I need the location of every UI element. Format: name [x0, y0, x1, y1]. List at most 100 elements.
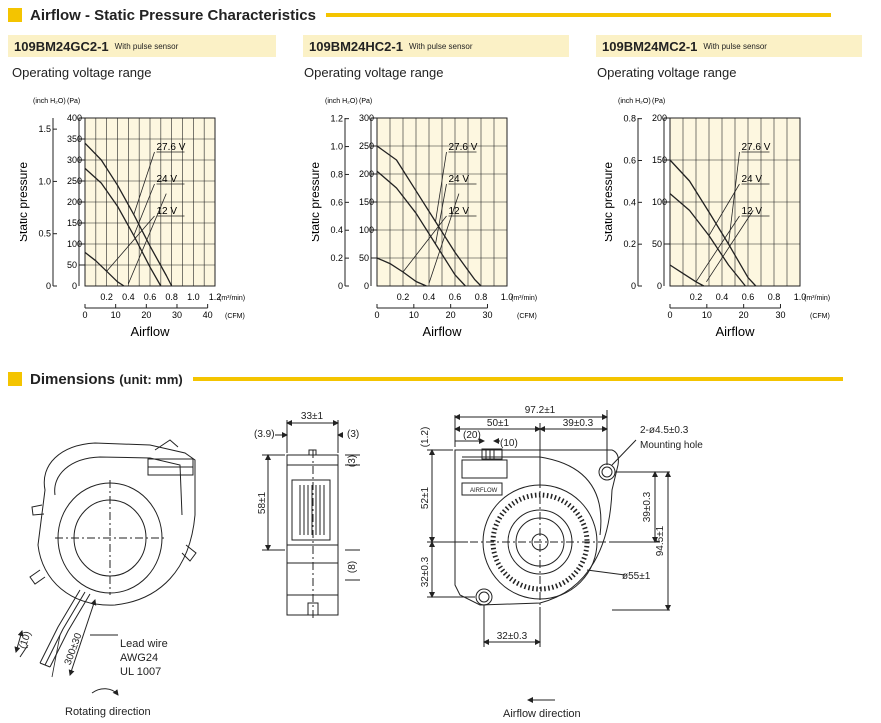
fan-side-view-drawing — [262, 420, 360, 620]
inch-tick-label: 1.2 — [330, 114, 343, 124]
series-leader — [708, 183, 740, 236]
cfm-tick-label: 40 — [203, 310, 213, 320]
section-airflow-title: Airflow - Static Pressure Characteristic… — [30, 6, 316, 24]
y-tick-label: 50 — [67, 260, 77, 270]
series-label: 27.6 V — [742, 142, 771, 153]
y-axis-title: Static pressure — [20, 162, 30, 242]
cfm-tick-label: 20 — [141, 310, 151, 320]
op-range-label: Operating voltage range — [12, 65, 152, 80]
y-tick-label: 0 — [72, 281, 77, 291]
x-tick-label: 1.0 — [794, 292, 807, 302]
x-unit-cfm: (CFM) — [810, 313, 830, 320]
inch-tick-label: 0.6 — [623, 156, 636, 166]
x-unit-m3: (m³/min) — [511, 295, 537, 302]
x-axis-title: Airflow — [130, 324, 170, 339]
dim-front-diameter: ø55±1 — [622, 571, 651, 582]
series-label: 27.6 V — [449, 142, 478, 153]
x-unit-m3: (m³/min) — [219, 295, 245, 302]
x-unit-m3: (m³/min) — [804, 295, 830, 302]
fan-front-view-drawing — [427, 410, 671, 703]
inch-tick-label: 0.8 — [330, 169, 343, 179]
inch-tick-label: 1.5 — [38, 124, 51, 134]
x-tick-label: 0.6 — [742, 292, 755, 302]
series-curve — [376, 170, 466, 287]
cfm-tick-label: 0 — [667, 310, 672, 320]
op-range-line — [127, 193, 167, 285]
y-tick-label: 50 — [359, 253, 369, 263]
section-rule — [192, 377, 843, 381]
dim-front-52: 52±1 — [420, 486, 431, 509]
x-tick-label: 0.8 — [165, 292, 178, 302]
series-leader — [402, 215, 447, 273]
x-axis-title: Airflow — [715, 324, 755, 339]
cfm-tick-label: 10 — [409, 310, 419, 320]
y-tick-label: 50 — [652, 239, 662, 249]
dim-front-32v: 32±0.3 — [420, 556, 431, 587]
lead-ul-label: UL 1007 — [120, 666, 161, 678]
x-tick-label: 0.2 — [100, 292, 113, 302]
series-curve — [84, 167, 162, 287]
x-tick-label: 0.2 — [397, 292, 410, 302]
airflow-direction-label: Airflow direction — [503, 708, 581, 720]
x-tick-label: 1.0 — [501, 292, 514, 302]
series-label: 24 V — [449, 174, 470, 185]
dim-side-height: 58±1 — [257, 491, 268, 514]
y-tick-label: 200 — [652, 113, 667, 123]
x-tick-label: 0.8 — [768, 292, 781, 302]
dims-unit-text: (unit: mm) — [119, 371, 183, 387]
inch-tick-label: 0.2 — [623, 239, 636, 249]
x-unit-cfm: (CFM) — [225, 313, 245, 320]
y-tick-label: 400 — [67, 113, 82, 123]
dims-title-text: Dimensions — [30, 370, 116, 388]
inch-tick-label: 0 — [46, 281, 51, 291]
op-range-line — [706, 210, 754, 283]
pq-chart-2: 05010015020025030000.20.40.60.81.01.2(in… — [312, 98, 537, 339]
dim-side-top-gap: (3) — [347, 455, 358, 467]
pq-chart-1: 05010015020025030035040000.51.01.5(inch … — [20, 98, 245, 339]
y-tick-label: 150 — [652, 155, 667, 165]
y-tick-label: 150 — [67, 218, 82, 228]
y-unit-inch: (inch H₂O) — [618, 98, 651, 105]
x-tick-label: 0.6 — [449, 292, 462, 302]
series-label: 24 V — [742, 174, 763, 185]
series-leader — [435, 183, 447, 245]
inch-tick-label: 0 — [338, 281, 343, 291]
model-name: 109BM24HC2-1 — [309, 38, 403, 54]
dim-side-bottom-gap: (8) — [347, 561, 358, 573]
y-axis-title: Static pressure — [605, 162, 615, 242]
series-leader — [133, 151, 155, 215]
dim-side-left-gap: (3.9) — [254, 429, 275, 440]
y-tick-label: 150 — [359, 197, 374, 207]
y-tick-label: 0 — [364, 281, 369, 291]
y-tick-label: 200 — [359, 169, 374, 179]
series-leader — [728, 151, 740, 245]
op-range-label: Operating voltage range — [597, 65, 737, 80]
cfm-tick-label: 0 — [374, 310, 379, 320]
series-curve — [669, 264, 705, 287]
model-sensor: With pulse sensor — [114, 41, 179, 51]
inch-tick-label: 0.2 — [330, 253, 343, 263]
cfm-tick-label: 30 — [172, 310, 182, 320]
y-tick-label: 250 — [359, 141, 374, 151]
dim-iso-10: (10) — [17, 630, 33, 650]
series-leader — [133, 183, 155, 236]
dim-iso-300: 300±30 — [63, 631, 85, 666]
dim-front-20: (20) — [463, 430, 481, 441]
y-tick-label: 300 — [67, 155, 82, 165]
series-leader — [435, 151, 447, 222]
dim-front-32h: 32±0.3 — [497, 631, 528, 642]
lead-awg-label: AWG24 — [120, 652, 158, 664]
y-unit-inch: (inch H₂O) — [33, 98, 66, 105]
y-tick-label: 300 — [359, 113, 374, 123]
series-label: 12 V — [742, 206, 763, 217]
op-range-line — [428, 193, 460, 284]
series-label: 24 V — [157, 174, 178, 185]
inch-tick-label: 1.0 — [330, 142, 343, 152]
x-tick-label: 0.4 — [716, 292, 729, 302]
dim-front-hole-x: 39±0.3 — [563, 418, 594, 429]
y-tick-label: 100 — [652, 197, 667, 207]
dim-side-width: 33±1 — [301, 411, 324, 422]
inch-tick-label: 0.6 — [330, 197, 343, 207]
section-rule — [325, 13, 831, 17]
